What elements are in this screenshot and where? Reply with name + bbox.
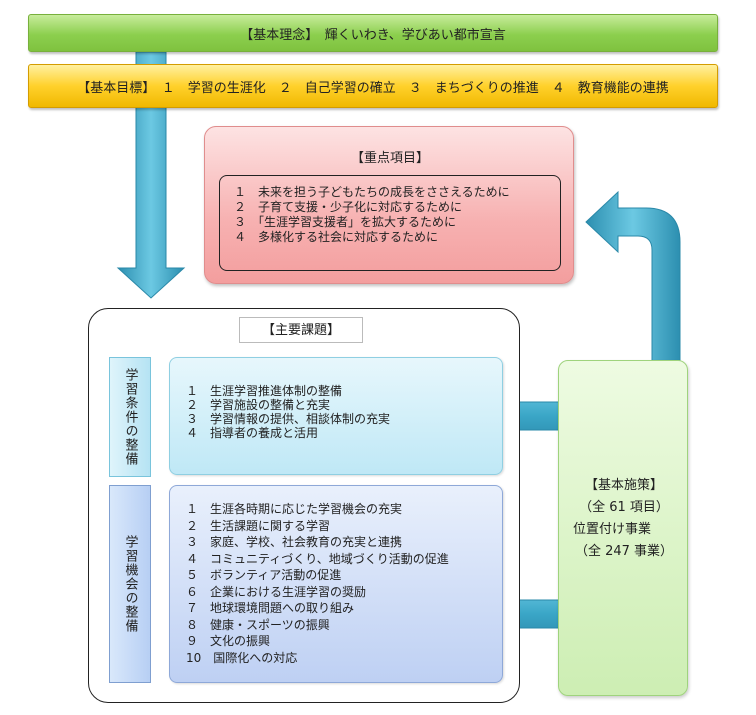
- main-issues-title: 【主要課題】: [239, 317, 363, 343]
- learning-opportunities-list: １ 生涯各時期に応じた学習機会の充実 ２ 生活課題に関する学習 ３ 家庭、学校、…: [169, 485, 503, 683]
- list-item: 10 国際化への対応: [186, 650, 298, 665]
- priority-title: 【重点項目】: [350, 151, 429, 166]
- priority-item: ２ 子育て支援・少子化に対応するために: [234, 200, 463, 214]
- learning-conditions-label: 学習条件の整備: [109, 357, 151, 477]
- priority-list: １ 未来を担う子どもたちの成長をささえるために ２ 子育て支援・少子化に対応する…: [219, 175, 561, 271]
- list-item: ３ 学習情報の提供、相談体制の充実: [186, 412, 391, 426]
- priority-item: ４ 多様化する社会に対応するために: [234, 230, 439, 244]
- basic-goals-banner: 【基本目標】 １ 学習の生涯化 ２ 自己学習の確立 ３ まちづくりの推進 ４ 教…: [28, 64, 718, 108]
- basic-measures-box: 【基本施策】 （全 61 項目） 位置付け事業 （全 247 事業）: [558, 360, 688, 696]
- list-item: ６ 企業における生涯学習の奨励: [186, 584, 367, 599]
- priority-item: １ 未来を担う子どもたちの成長をささえるために: [234, 185, 510, 199]
- list-item: ７ 地球環境問題への取り組み: [186, 601, 355, 615]
- list-item: ２ 学習施設の整備と充実: [186, 398, 331, 412]
- priority-items-box: 【重点項目】 １ 未来を担う子どもたちの成長をささえるために ２ 子育て支援・少…: [204, 126, 574, 284]
- measures-title: 【基本施策】: [584, 478, 663, 493]
- basic-measures-text: 【基本施策】 （全 61 項目） 位置付け事業 （全 247 事業）: [559, 475, 689, 563]
- measures-count: （全 61 項目）: [579, 500, 669, 515]
- list-item: ４ コミュニティづくり、地域づくり活動の促進: [186, 551, 449, 566]
- measures-project-count: （全 247 事業）: [574, 544, 674, 559]
- measures-positioned-projects: 位置付け事業: [573, 522, 652, 537]
- bent-up-arrow: [585, 190, 681, 387]
- main-issues-box: 【主要課題】 学習条件の整備 １ 生涯学習推進体制の整備 ２ 学習施設の整備と充…: [88, 308, 520, 703]
- priority-item: ３ 「生涯学習支援者」を拡大するために: [234, 215, 457, 229]
- list-item: ４ 指導者の養成と活用: [186, 426, 319, 440]
- learning-opportunities-label: 学習機会の整備: [109, 485, 151, 683]
- list-item: ３ 家庭、学校、社会教育の充実と連携: [186, 535, 403, 549]
- list-item: ９ 文化の振興: [186, 634, 271, 648]
- learning-conditions-list: １ 生涯学習推進体制の整備 ２ 学習施設の整備と充実 ３ 学習情報の提供、相談体…: [169, 357, 503, 475]
- list-item: １ 生涯学習推進体制の整備: [186, 384, 343, 398]
- list-item: ５ ボランティア活動の促進: [186, 568, 342, 582]
- list-item: ８ 健康・スポーツの振興: [186, 617, 330, 632]
- basic-philosophy-banner: 【基本理念】 輝くいわき、学びあい都市宣言: [28, 14, 718, 52]
- list-item: １ 生涯各時期に応じた学習機会の充実: [186, 502, 403, 516]
- list-item: ２ 生活課題に関する学習: [186, 518, 331, 533]
